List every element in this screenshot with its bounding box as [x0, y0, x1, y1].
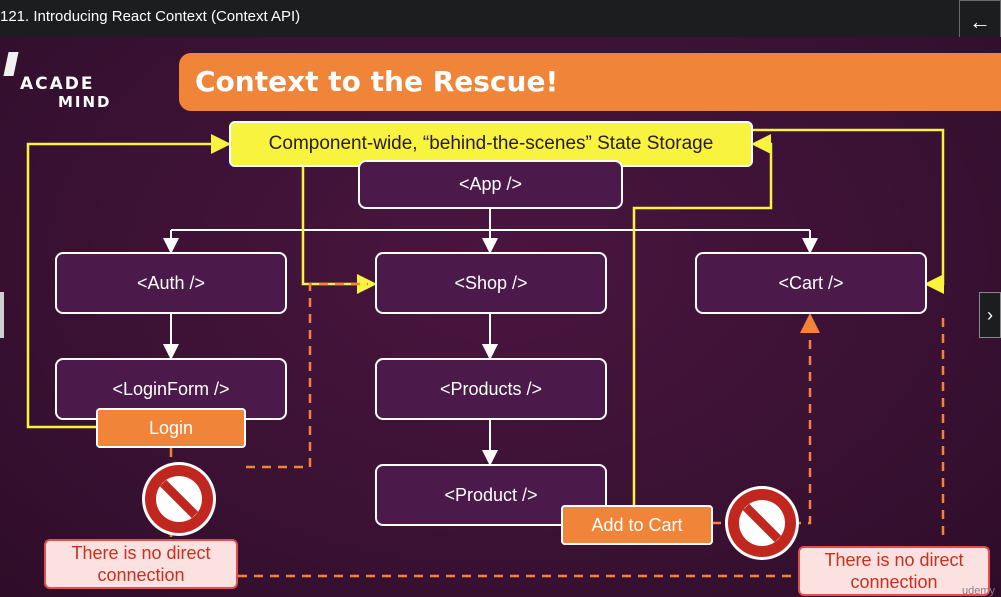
previous-slide-handle[interactable] — [0, 292, 4, 338]
next-slide-button[interactable]: › — [979, 292, 1001, 338]
note-line: There is no direct — [824, 550, 964, 570]
no-connection-lines — [169, 282, 945, 578]
lecture-title: 121. Introducing React Context (Context … — [0, 8, 301, 25]
back-arrow-button[interactable]: ← — [959, 0, 1001, 44]
note-line: connection — [850, 572, 938, 592]
udemy-watermark: udemy — [962, 585, 996, 597]
academind-logo: ACADE MIND — [3, 50, 116, 111]
app-component: <App /> — [358, 160, 623, 209]
shop-component: <Shop /> — [375, 252, 607, 314]
note-line: There is no direct — [71, 543, 211, 563]
logo-text-line2: MIND — [58, 93, 112, 111]
video-title-bar: 121. Introducing React Context (Context … — [0, 0, 1001, 37]
prohibited-icon — [142, 462, 216, 536]
cart-component: <Cart /> — [695, 252, 927, 314]
slide-heading-banner: Context to the Rescue! — [179, 53, 1001, 111]
no-direct-connection-note-right: There is no direct connection — [798, 546, 990, 596]
auth-component: <Auth /> — [55, 252, 287, 314]
state-storage-box: Component-wide, “behind-the-scenes” Stat… — [229, 121, 753, 167]
slide-heading: Context to the Rescue! — [195, 65, 559, 98]
logo-text-line1: ACADE — [20, 74, 95, 94]
products-component: <Products /> — [375, 358, 607, 420]
context-lines — [26, 128, 945, 505]
tree-lines — [163, 208, 818, 466]
prohibited-icon — [725, 486, 799, 560]
add-to-cart-button: Add to Cart — [561, 505, 713, 545]
login-button: Login — [96, 408, 246, 448]
note-line: connection — [97, 565, 185, 585]
arrow-left-icon: ← — [969, 9, 991, 34]
no-direct-connection-note-left: There is no direct connection — [44, 539, 238, 589]
chevron-right-icon: › — [987, 304, 993, 325]
